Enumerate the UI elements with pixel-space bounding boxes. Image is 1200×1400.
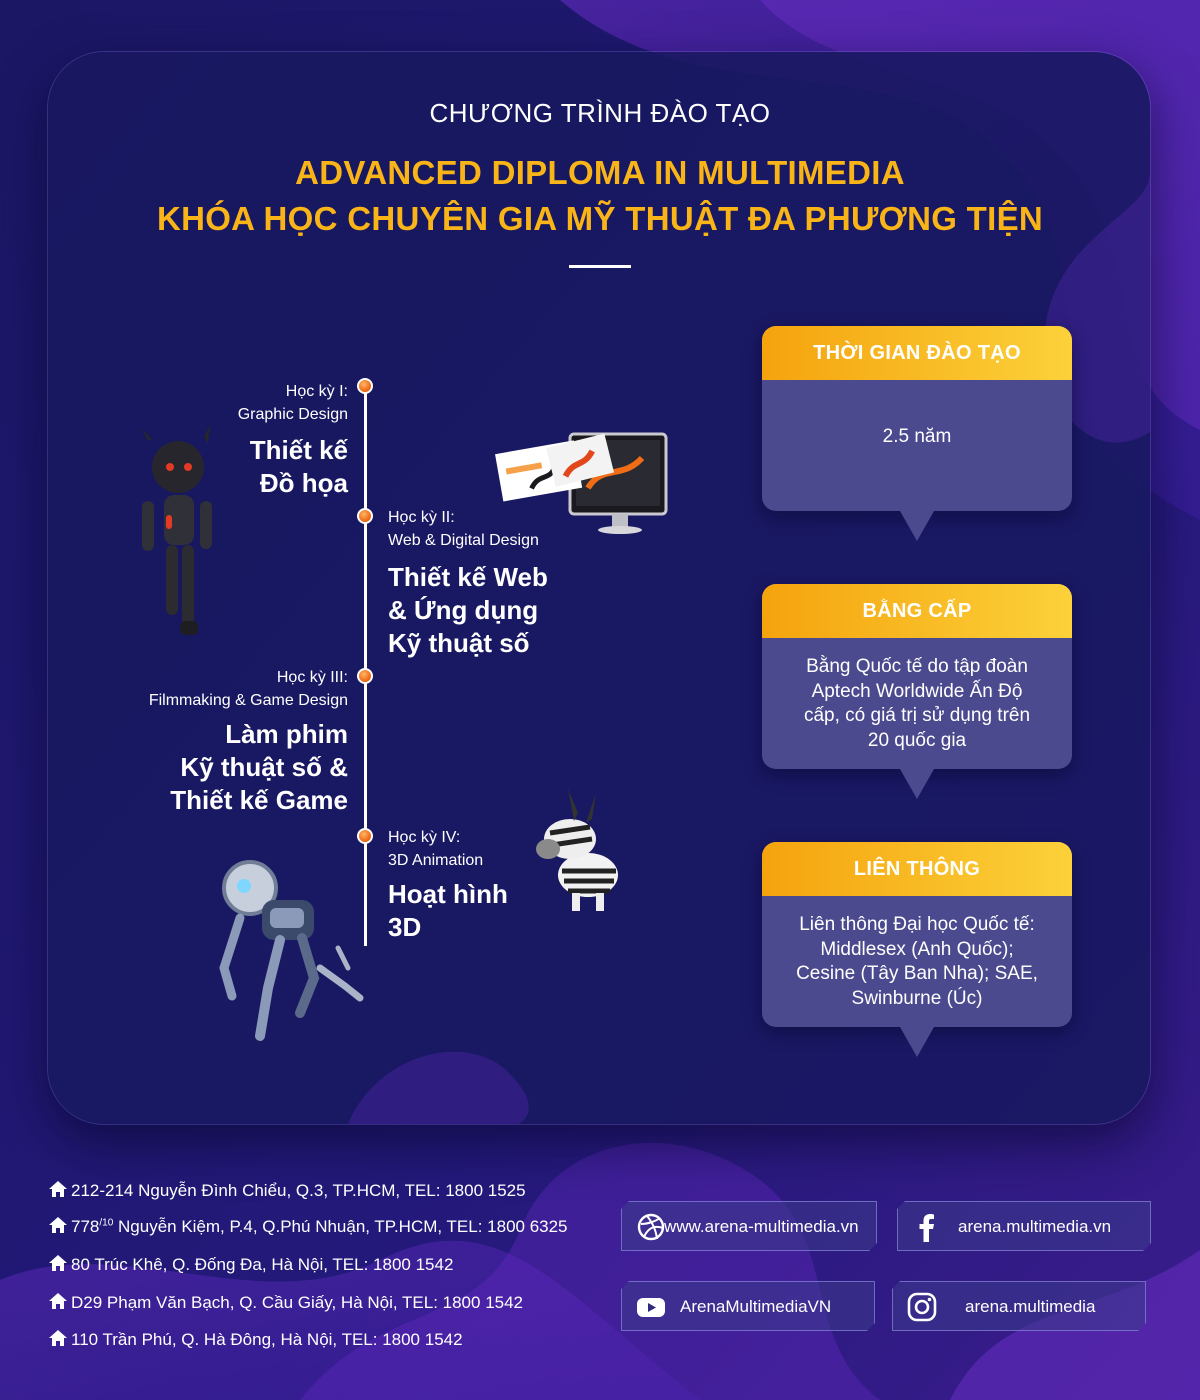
home-icon xyxy=(49,1217,67,1233)
info-box-degree-pointer xyxy=(900,769,934,799)
term-1-subject: Graphic Design xyxy=(237,406,348,423)
youtube-icon xyxy=(636,1292,666,1322)
term-2-label: Học kỳ II: Web & Digital Design xyxy=(388,506,539,552)
term-1-title: Thiết kế Đồ họa xyxy=(249,435,348,498)
term-2-title: Thiết kế Web & Ứng dụng Kỹ thuật số xyxy=(388,562,548,658)
website-link[interactable]: www.arena-multimedia.vn xyxy=(621,1201,877,1251)
program-title-vi: KHÓA HỌC CHUYÊN GIA MỸ THUẬT ĐA PHƯƠNG T… xyxy=(156,200,1044,237)
facebook-link-text: arena.multimedia.vn xyxy=(958,1217,1112,1236)
info-box-transfer-pointer xyxy=(900,1027,934,1057)
program-title-en: ADVANCED DIPLOMA IN MULTIMEDIA xyxy=(295,154,905,191)
youtube-link[interactable]: ArenaMultimediaVN xyxy=(621,1281,875,1331)
mech-robot-illustration xyxy=(219,860,364,1041)
robot-figure-illustration xyxy=(142,425,212,635)
term-4-label: Học kỳ IV: 3D Animation xyxy=(388,826,483,872)
instagram-icon xyxy=(907,1292,937,1322)
program-subtitle: CHƯƠNG TRÌNH ĐÀO TẠO xyxy=(429,98,771,128)
term-4-number: Học kỳ IV: xyxy=(388,829,461,846)
zebra-character-illustration xyxy=(536,789,618,911)
timeline-dot-4 xyxy=(357,828,373,844)
timeline-dot-1 xyxy=(357,378,373,394)
term-3-label: Học kỳ III: Filmmaking & Game Design xyxy=(149,666,348,712)
facebook-icon xyxy=(912,1212,942,1242)
timeline-dot-2 xyxy=(357,508,373,524)
info-box-degree-body: Bằng Quốc tế do tập đoàn Aptech Worldwid… xyxy=(803,656,1031,751)
timeline-line xyxy=(364,386,367,946)
term-4-title: Hoạt hình 3D xyxy=(388,879,508,942)
home-icon xyxy=(49,1293,67,1309)
youtube-link-text: ArenaMultimediaVN xyxy=(680,1297,832,1316)
home-icon xyxy=(49,1330,67,1346)
info-box-transfer-body: Liên thông Đại học Quốc tế: Middlesex (A… xyxy=(796,914,1038,1009)
facebook-link[interactable]: arena.multimedia.vn xyxy=(897,1201,1151,1251)
address-3: 80 Trúc Khê, Q. Đống Đa, Hà Nội, TEL: 18… xyxy=(48,1254,453,1275)
address-1: 212-214 Nguyễn Đình Chiểu, Q.3, TP.HCM, … xyxy=(48,1180,526,1201)
website-link-text: www.arena-multimedia.vn xyxy=(664,1217,859,1236)
info-box-duration: THỜI GIAN ĐÀO TẠO 2.5 năm xyxy=(762,326,1072,511)
info-box-duration-pointer xyxy=(900,511,934,541)
timeline-dot-3 xyxy=(357,668,373,684)
dribbble-icon xyxy=(636,1212,666,1242)
address-4: D29 Phạm Văn Bạch, Q. Cầu Giấy, Hà Nội, … xyxy=(48,1292,523,1313)
term-3-number: Học kỳ III: xyxy=(276,669,348,686)
instagram-link-text: arena.multimedia xyxy=(965,1297,1096,1316)
info-box-degree-heading: BẰNG CẤP xyxy=(762,584,1072,638)
address-5: 110 Trần Phú, Q. Hà Đông, Hà Nội, TEL: 1… xyxy=(48,1329,463,1350)
info-box-transfer-heading: LIÊN THÔNG xyxy=(762,842,1072,896)
home-icon xyxy=(49,1181,67,1197)
title-divider xyxy=(569,265,631,268)
address-2: 778/10 Nguyễn Kiệm, P.4, Q.Phú Nhuận, TP… xyxy=(48,1216,568,1237)
term-2-subject: Web & Digital Design xyxy=(388,532,539,549)
term-1-number: Học kỳ I: xyxy=(285,383,348,400)
info-box-transfer: LIÊN THÔNG Liên thông Đại học Quốc tế: M… xyxy=(762,842,1072,1027)
web-design-illustration xyxy=(495,432,668,534)
instagram-link[interactable]: arena.multimedia xyxy=(892,1281,1146,1331)
term-3-title: Làm phim Kỹ thuật số & Thiết kế Game xyxy=(170,719,348,815)
term-4-subject: 3D Animation xyxy=(388,852,484,869)
info-box-degree: BẰNG CẤP Bằng Quốc tế do tập đoàn Aptech… xyxy=(762,584,1072,769)
home-icon xyxy=(49,1255,67,1271)
info-box-duration-body: 2.5 năm xyxy=(882,426,952,447)
term-1-label: Học kỳ I: Graphic Design xyxy=(238,380,348,426)
term-2-number: Học kỳ II: xyxy=(388,509,455,526)
term-3-subject: Filmmaking & Game Design xyxy=(148,692,348,709)
info-box-duration-heading: THỜI GIAN ĐÀO TẠO xyxy=(762,326,1072,380)
